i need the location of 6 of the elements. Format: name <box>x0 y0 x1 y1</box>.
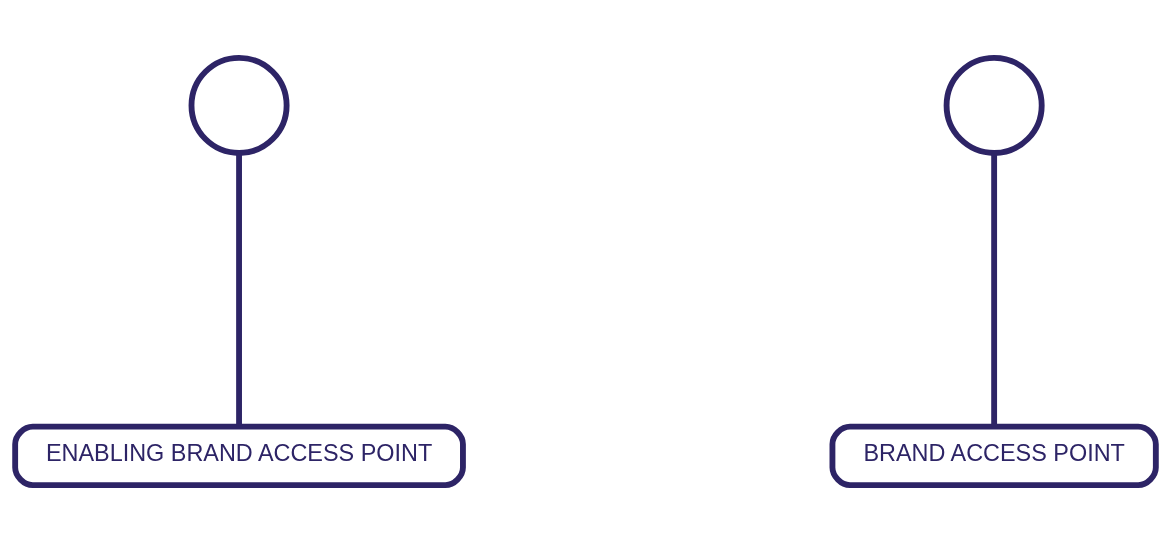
node-circle <box>188 54 290 156</box>
node-box: ENABLING BRAND ACCESS POINT <box>12 423 466 488</box>
node-circle <box>943 54 1045 156</box>
node-box: BRAND ACCESS POINT <box>829 423 1159 488</box>
connector <box>236 152 242 427</box>
connector <box>991 152 998 427</box>
